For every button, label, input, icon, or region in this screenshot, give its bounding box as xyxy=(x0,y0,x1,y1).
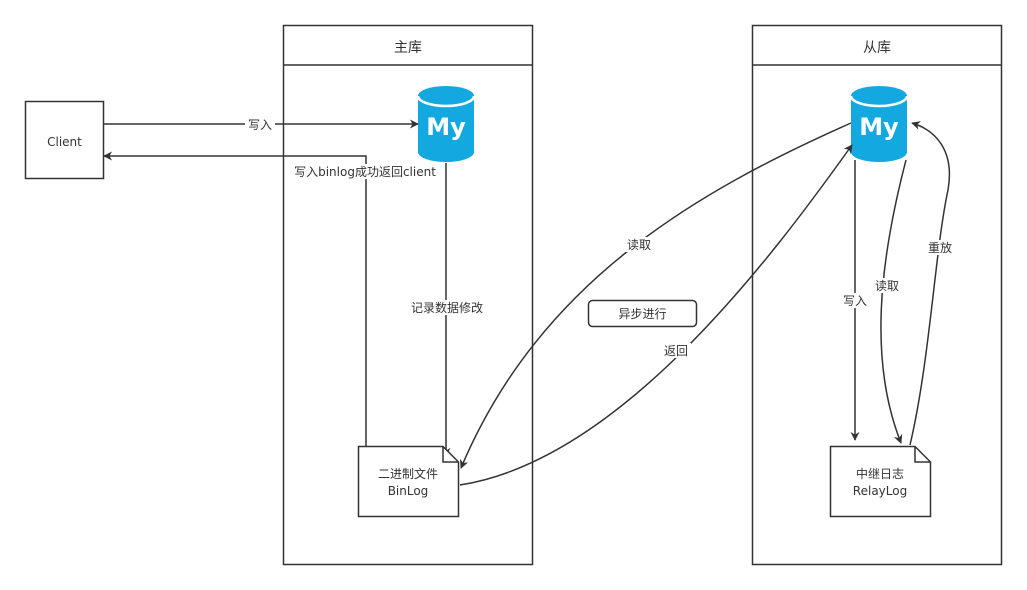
label-return-binlog: 返回 xyxy=(664,344,688,358)
relaylog-document[interactable]: 中继日志 RelayLog xyxy=(829,445,932,518)
slave-db-icon: My xyxy=(849,86,909,162)
slave-db-logo: My xyxy=(859,113,899,141)
edge-labels: 写入 写入binlog成功返回client 记录数据修改 读取 返回 写入 读取… xyxy=(245,117,955,358)
edge-replay xyxy=(909,121,951,446)
master-db-icon: My xyxy=(416,86,476,162)
master-title: 主库 xyxy=(394,40,422,56)
relaylog-label-line2: RelayLog xyxy=(853,484,907,498)
master-db-logo: My xyxy=(426,113,466,141)
edge-return-client xyxy=(103,151,367,447)
label-slave-write: 写入 xyxy=(843,294,867,308)
slave-title: 从库 xyxy=(863,40,891,56)
client-box[interactable]: Client xyxy=(24,100,105,180)
async-note: 异步进行 xyxy=(587,299,698,328)
binlog-label-line1: 二进制文件 xyxy=(378,466,438,481)
relaylog-label-line1: 中继日志 xyxy=(856,466,904,481)
label-slave-read: 读取 xyxy=(875,279,899,293)
async-note-label: 异步进行 xyxy=(618,307,666,321)
label-client-write: 写入 xyxy=(248,118,272,132)
client-label: Client xyxy=(47,135,82,149)
label-record-changes: 记录数据修改 xyxy=(411,300,483,315)
label-replay: 重放 xyxy=(928,240,952,255)
binlog-label-line2: BinLog xyxy=(388,484,429,498)
label-return-client: 写入binlog成功返回client xyxy=(294,165,436,179)
label-read-binlog: 读取 xyxy=(627,238,651,252)
binlog-document[interactable]: 二进制文件 BinLog xyxy=(357,445,460,518)
edge-slave-read xyxy=(880,159,907,444)
